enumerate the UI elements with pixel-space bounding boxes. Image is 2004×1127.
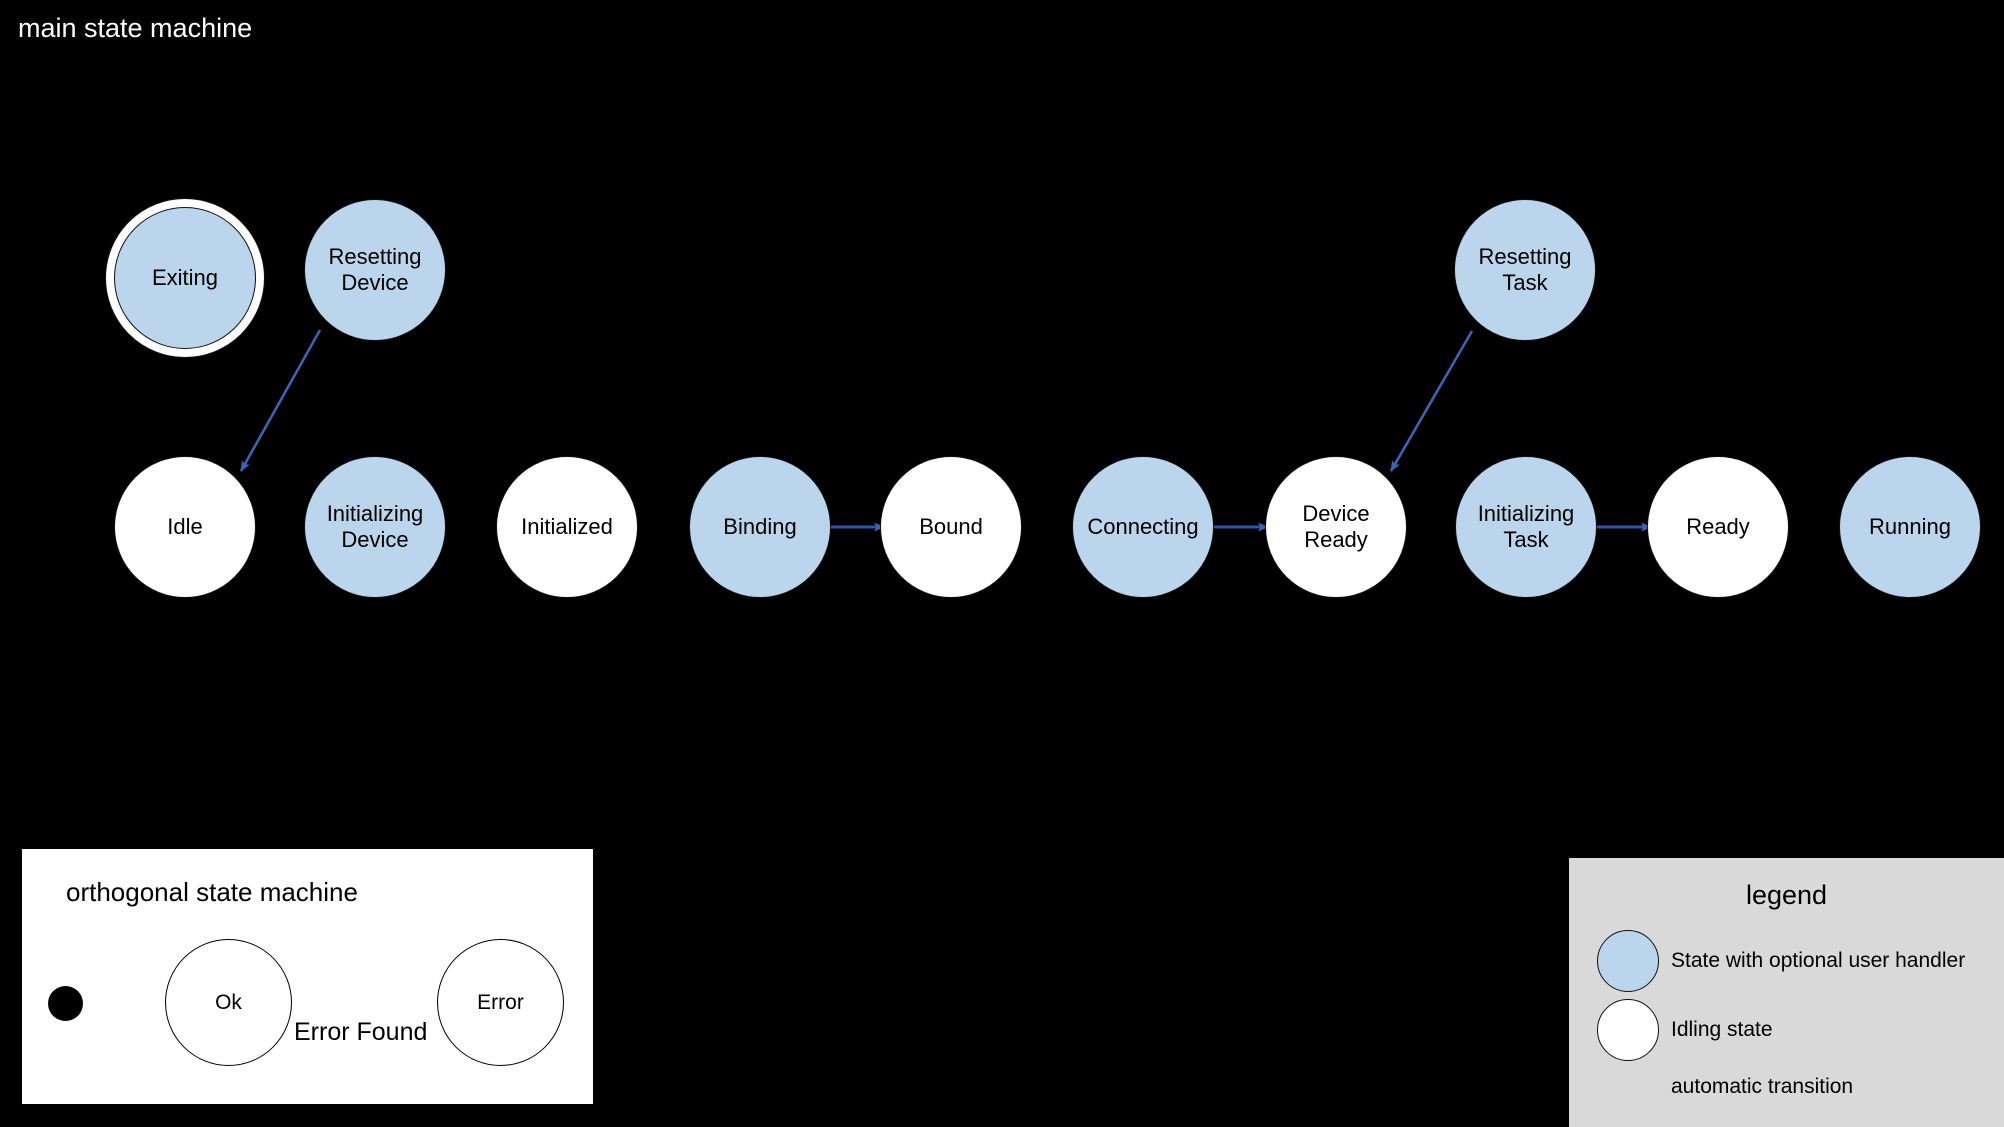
state-running[interactable]: Running xyxy=(1839,456,1981,598)
legend-idling-state-swatch xyxy=(1597,999,1659,1061)
state-device-ready-label: Device Ready xyxy=(1302,501,1370,552)
orthogonal-state-error-label: Error xyxy=(477,990,524,1014)
legend-idling-state-label: Idling state xyxy=(1671,1018,1773,1041)
state-idle[interactable]: Idle xyxy=(114,456,256,598)
orthogonal-state-error[interactable]: Error xyxy=(437,939,564,1066)
state-initializing-task-label: Initializing Task xyxy=(1477,501,1575,552)
transition-ok-to-error-label: Error Found xyxy=(294,1018,428,1046)
state-binding[interactable]: Binding xyxy=(689,456,831,598)
orthogonal-state-ok-label: Ok xyxy=(215,990,242,1014)
state-resetting-device-label: Resetting Device xyxy=(328,244,422,295)
state-binding-label: Binding xyxy=(723,514,797,539)
state-initialized[interactable]: Initialized xyxy=(496,456,638,598)
legend-handler-state-swatch xyxy=(1597,930,1659,992)
transition-resetting-device-to-idle xyxy=(239,329,322,472)
state-bound-label: Bound xyxy=(919,514,983,539)
state-connecting[interactable]: Connecting xyxy=(1072,456,1214,598)
state-resetting-device[interactable]: Resetting Device xyxy=(304,199,446,341)
state-initializing-device[interactable]: Initializing Device xyxy=(304,456,446,598)
legend-handler-state-label: State with optional user handler xyxy=(1671,949,1966,972)
diagram-title: main state machine xyxy=(18,13,253,43)
state-initializing-task[interactable]: Initializing Task xyxy=(1455,456,1597,598)
state-bound[interactable]: Bound xyxy=(880,456,1022,598)
legend-automatic-transition-label: automatic transition xyxy=(1671,1075,1854,1098)
state-ready-label: Ready xyxy=(1686,514,1750,539)
state-device-ready[interactable]: Device Ready xyxy=(1265,456,1407,598)
state-initializing-device-label: Initializing Device xyxy=(326,501,424,552)
state-exiting-label: Exiting xyxy=(151,265,219,290)
orthogonal-state-ok[interactable]: Ok xyxy=(165,939,292,1066)
legend-panel: legend xyxy=(1569,858,2004,1127)
state-exiting[interactable]: Exiting xyxy=(114,207,256,349)
state-connecting-label: Connecting xyxy=(1087,514,1199,539)
legend-title: legend xyxy=(1745,880,1828,910)
state-resetting-task-label: Resetting Task xyxy=(1478,244,1572,295)
state-initialized-label: Initialized xyxy=(521,514,613,539)
state-running-label: Running xyxy=(1869,514,1951,539)
orthogonal-state-machine-title: orthogonal state machine xyxy=(66,877,358,907)
state-idle-label: Idle xyxy=(167,514,203,539)
transition-resetting-task-to-device-ready xyxy=(1389,330,1474,472)
state-resetting-task[interactable]: Resetting Task xyxy=(1454,199,1596,341)
initial-state-dot xyxy=(48,986,83,1021)
state-ready[interactable]: Ready xyxy=(1647,456,1789,598)
